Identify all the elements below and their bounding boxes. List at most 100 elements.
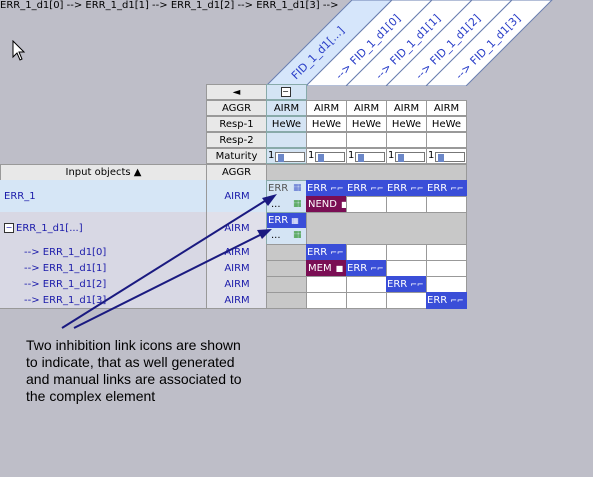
collapse-toggle-icon[interactable]: − xyxy=(280,87,291,97)
err-link-r0-c4[interactable]: ERR⌐⌐ xyxy=(426,180,467,196)
col4-maturity-slider[interactable] xyxy=(435,152,465,162)
cell-r0b-c4[interactable] xyxy=(426,196,467,213)
err-link-r1-c0[interactable]: ERR▦ xyxy=(267,213,306,228)
cell-r4-c4[interactable] xyxy=(426,276,467,293)
link-corner-icon: ⌐⌐ xyxy=(410,280,424,289)
more-links-label: ... xyxy=(271,199,281,210)
mouse-pointer-icon xyxy=(12,40,26,61)
collapse-cell[interactable]: − xyxy=(266,84,307,100)
link-corner-icon: ⌐⌐ xyxy=(450,296,464,305)
col3-resp2 xyxy=(386,132,427,148)
row-err-1-d1-aggr: AIRM xyxy=(206,212,267,245)
attr-label-aggr: AGGR xyxy=(206,100,267,116)
err-link-r5-c4[interactable]: ERR⌐⌐ xyxy=(426,292,467,309)
col0-maturity[interactable]: 1 xyxy=(266,148,307,164)
row-err-1-d1-spacer xyxy=(306,212,467,245)
cell-r0b-c2[interactable] xyxy=(346,196,387,213)
column-header-band: FID_1_d1[...] --> FID_1_d1[0] --> FID_1_… xyxy=(266,0,553,86)
col2-maturity-slider[interactable] xyxy=(355,152,385,162)
navigate-left-button[interactable]: ◄ xyxy=(206,84,267,100)
cell-r5-c3[interactable] xyxy=(386,292,427,309)
cell-r5-c1[interactable] xyxy=(306,292,347,309)
attr-label-maturity: Maturity xyxy=(206,148,267,164)
generated-link-label: ERR xyxy=(268,183,289,194)
col2-resp1: HeWe xyxy=(346,116,387,132)
cell-r3-c0 xyxy=(266,260,307,277)
row-err-1-d1-0-label: --> ERR_1_d1[0] xyxy=(24,246,107,258)
err-link-r0-c3[interactable]: ERR⌐⌐ xyxy=(386,180,427,196)
col1-resp2 xyxy=(306,132,347,148)
err-link-label: ERR xyxy=(427,182,448,194)
col0-maturity-slider[interactable] xyxy=(275,152,305,162)
col0-resp2 xyxy=(266,132,307,148)
row-err-1-d1-0-aggr: AIRM xyxy=(206,244,267,261)
manual-link-icon[interactable]: ▦ xyxy=(293,199,302,209)
col3-maturity[interactable]: 1 xyxy=(386,148,427,164)
err-link-label: ERR xyxy=(427,295,448,306)
err-link-r3-c2[interactable]: ERR⌐⌐ xyxy=(346,260,387,277)
err-link-label: ERR xyxy=(347,182,368,194)
err-link-label: ERR xyxy=(387,279,408,290)
cell-r2-c2[interactable] xyxy=(346,244,387,261)
col0-resp1: HeWe xyxy=(266,116,307,132)
col4-resp2 xyxy=(426,132,467,148)
col3-resp1: HeWe xyxy=(386,116,427,132)
err-link-r4-c3[interactable]: ERR⌐⌐ xyxy=(386,276,427,293)
nend-label: NEND xyxy=(308,199,337,210)
cell-r0b-c3[interactable] xyxy=(386,196,427,213)
header-spacer xyxy=(266,164,467,181)
row-err-1[interactable]: ERR_1 xyxy=(0,180,207,213)
memo-dot-icon: ■ xyxy=(335,264,344,273)
col4-maturity-value: 1 xyxy=(428,150,435,161)
col1-aggr: AIRM xyxy=(306,100,347,116)
row-err-1-d1-1-label: --> ERR_1_d1[1] xyxy=(24,262,107,274)
col2-resp2 xyxy=(346,132,387,148)
inhibition-link-icon[interactable]: ▦ xyxy=(293,183,302,193)
row-err-1-d1[interactable]: −ERR_1_d1[...] xyxy=(0,212,207,245)
more-links-label: ... xyxy=(271,230,281,241)
col1-maturity-slider[interactable] xyxy=(315,152,345,162)
inhibition-link-icon: ▦ xyxy=(291,216,299,225)
err-link-r0-c1[interactable]: ERR⌐⌐ xyxy=(306,180,347,196)
cell-r4-c1[interactable] xyxy=(306,276,347,293)
aggr-column-header: AGGR xyxy=(206,164,267,181)
err-link-r2-c1[interactable]: ERR⌐⌐ xyxy=(306,244,347,261)
col2-maturity-value: 1 xyxy=(348,150,355,161)
cell-r0-c0[interactable]: ERR ▦ ... ▦ xyxy=(266,180,307,213)
memo-dot-icon: ■ xyxy=(340,200,347,209)
row-err-1-label: ERR_1 xyxy=(4,190,36,202)
cell-r3-c3[interactable] xyxy=(386,260,427,277)
row-err-1-d1-0[interactable]: --> ERR_1_d1[0] xyxy=(0,244,207,261)
row-err-1-d1-2-aggr: AIRM xyxy=(206,276,267,293)
manual-link-icon[interactable]: ▦ xyxy=(293,230,302,240)
row-err-1-d1-1[interactable]: --> ERR_1_d1[1] xyxy=(0,260,207,277)
col3-maturity-slider[interactable] xyxy=(395,152,425,162)
input-objects-sort-header[interactable]: Input objects ▲ xyxy=(0,164,207,181)
cell-r4-c2[interactable] xyxy=(346,276,387,293)
mem-link-r3-c1[interactable]: MEM■ xyxy=(306,260,347,277)
cell-r5-c2[interactable] xyxy=(346,292,387,309)
err-link-label: ERR xyxy=(307,182,328,194)
col2-aggr: AIRM xyxy=(346,100,387,116)
cell-r2-c3[interactable] xyxy=(386,244,427,261)
row-err-1-d1-3[interactable]: --> ERR_1_d1[3] xyxy=(0,292,207,309)
cell-r2-c0 xyxy=(266,244,307,261)
col4-maturity[interactable]: 1 xyxy=(426,148,467,164)
cell-r3-c4[interactable] xyxy=(426,260,467,277)
err-link-label: ERR xyxy=(387,182,408,194)
col1-maturity[interactable]: 1 xyxy=(306,148,347,164)
row-err-1-d1-2[interactable]: --> ERR_1_d1[2] xyxy=(0,276,207,293)
col4-resp1: HeWe xyxy=(426,116,467,132)
cell-r4-c0 xyxy=(266,276,307,293)
attr-label-resp2: Resp-2 xyxy=(206,132,267,148)
cell-r2-c4[interactable] xyxy=(426,244,467,261)
err-link-label: ERR xyxy=(307,247,328,258)
row-err-1-d1-3-aggr: AIRM xyxy=(206,292,267,309)
col3-aggr: AIRM xyxy=(386,100,427,116)
link-corner-icon: ⌐⌐ xyxy=(370,183,384,193)
nend-link-r0-c1[interactable]: NEND■ xyxy=(306,196,347,213)
cell-r1-c0[interactable]: ERR▦ ... ▦ xyxy=(266,212,307,245)
col2-maturity[interactable]: 1 xyxy=(346,148,387,164)
row-collapse-toggle-icon[interactable]: − xyxy=(4,223,14,233)
err-link-r0-c2[interactable]: ERR⌐⌐ xyxy=(346,180,387,196)
